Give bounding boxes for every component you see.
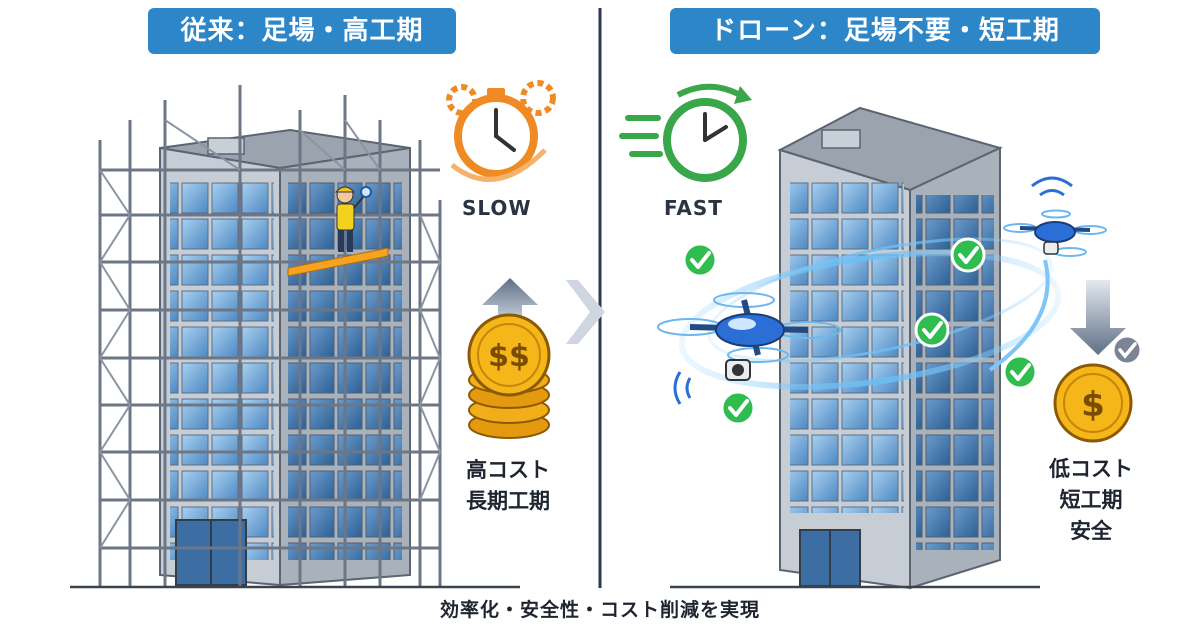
fast-label: FAST: [664, 196, 723, 220]
small-drone-icon: [1003, 176, 1107, 257]
stopwatch-with-gears-icon: [446, 80, 556, 182]
note-line: 安全: [1070, 519, 1112, 543]
note-line: 長期工期: [466, 489, 550, 513]
slow-label: SLOW: [462, 196, 532, 220]
drone-icon: [657, 292, 841, 405]
worker-icon: [334, 186, 372, 252]
check-badge-icon: [682, 237, 1143, 426]
right-panel-title: ドローン：足場不要・短工期: [670, 8, 1100, 54]
note-line: 短工期: [1059, 488, 1123, 512]
coin-stack-icon: $$: [467, 313, 551, 439]
drone-flight-path: [678, 237, 1062, 390]
modern-building: [670, 106, 1040, 590]
note-line: 高コスト: [466, 458, 550, 482]
right-cost-note: 低コスト 短工期 安全: [1048, 454, 1134, 547]
footer-caption: 効率化・安全性・コスト削減を実現: [439, 599, 760, 621]
left-cost-note: 高コスト 長期工期: [454, 455, 562, 517]
fast-clock-icon: [619, 83, 752, 182]
scaffold-building: [70, 85, 520, 589]
note-line: 低コスト: [1049, 457, 1133, 481]
coin-icon: $: [1053, 363, 1133, 443]
arrow-down-icon: [1070, 280, 1126, 355]
chevron-right-icon: [566, 280, 605, 344]
arrow-up-icon: [482, 278, 538, 330]
coin-label: $: [1081, 385, 1105, 425]
left-panel-title: 従来：足場・高工期: [148, 8, 456, 54]
coin-label: $$: [488, 339, 530, 374]
